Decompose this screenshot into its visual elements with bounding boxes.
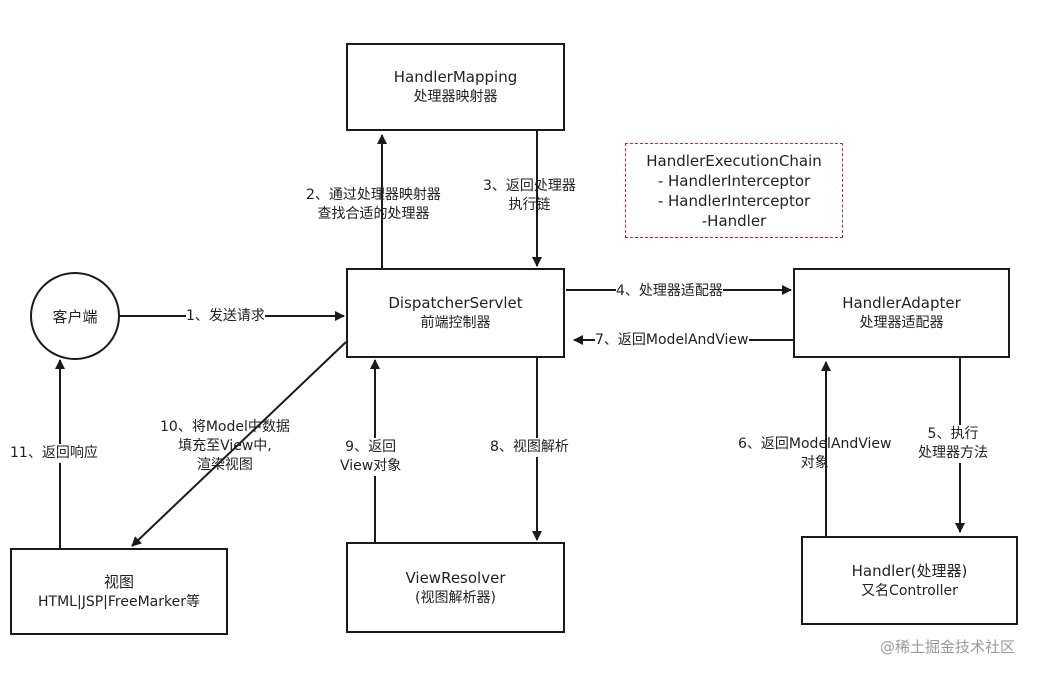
step-text: 1、发送请求: [186, 308, 265, 324]
dispatcher-title: DispatcherServlet: [388, 294, 523, 312]
view-node: 视图 HTML|JSP|FreeMarker等: [10, 548, 228, 635]
step-8-label: 8、视图解析: [490, 438, 569, 457]
view-title: 视图: [103, 572, 134, 591]
client-node: 客户端: [30, 272, 120, 360]
step-9-label: 9、返回 View对象: [340, 438, 402, 476]
step-5-label: 5、执行 处理器方法: [918, 425, 988, 463]
step-text: 填充至View中,: [178, 438, 272, 454]
handler-adapter-title: HandlerAdapter: [842, 294, 961, 312]
step-text: 3、返回处理器: [483, 178, 576, 194]
chain-line: - HandlerInterceptor: [657, 191, 811, 210]
chain-line: HandlerExecutionChain: [646, 151, 822, 170]
handler-node: Handler(处理器) 又名Controller: [801, 536, 1018, 625]
handler-subtitle: 又名Controller: [861, 582, 958, 599]
handler-mapping-node: HandlerMapping 处理器映射器: [346, 43, 565, 131]
dispatcher-subtitle: 前端控制器: [420, 315, 491, 331]
step-3-label: 3、返回处理器 执行链: [483, 177, 576, 215]
step-text: 7、返回ModelAndView: [595, 332, 749, 348]
step-text: 9、返回: [345, 439, 397, 455]
chain-line: - HandlerInterceptor: [657, 171, 811, 190]
step-10-label: 10、将Model中数据 填充至View中, 渲染视图: [160, 418, 290, 475]
step-text: 8、视图解析: [490, 439, 569, 455]
step-text: 5、执行: [927, 426, 979, 442]
arrow-10-render: [131, 341, 347, 547]
view-resolver-node: ViewResolver (视图解析器): [346, 542, 565, 633]
chain-line: -Handler: [701, 211, 767, 230]
view-resolver-subtitle: (视图解析器): [415, 589, 496, 606]
step-text: 执行链: [508, 197, 551, 213]
handler-adapter-node: HandlerAdapter 处理器适配器: [793, 268, 1010, 358]
client-label: 客户端: [52, 307, 98, 326]
handler-title: Handler(处理器): [851, 561, 968, 580]
step-text: 6、返回ModelAndView: [738, 436, 892, 452]
step-7-label: 7、返回ModelAndView: [595, 331, 749, 350]
step-text: 2、通过处理器映射器: [306, 187, 441, 203]
view-subtitle: HTML|JSP|FreeMarker等: [38, 593, 200, 610]
watermark: @稀土掘金技术社区: [880, 638, 1016, 656]
handler-adapter-subtitle: 处理器适配器: [859, 315, 944, 331]
handler-execution-chain-note: HandlerExecutionChain - HandlerIntercept…: [625, 143, 843, 238]
step-4-label: 4、处理器适配器: [616, 282, 723, 301]
step-1-label: 1、发送请求: [186, 307, 265, 326]
step-11-label: 11、返回响应: [10, 444, 98, 463]
step-text: 10、将Model中数据: [160, 419, 290, 435]
step-text: View对象: [340, 458, 402, 474]
step-text: 4、处理器适配器: [616, 283, 723, 299]
handler-mapping-title: HandlerMapping: [393, 68, 518, 86]
handler-mapping-subtitle: 处理器映射器: [413, 89, 498, 105]
step-text: 对象: [800, 455, 829, 471]
step-text: 渲染视图: [196, 457, 253, 473]
step-6-label: 6、返回ModelAndView 对象: [738, 435, 892, 473]
dispatcher-servlet-node: DispatcherServlet 前端控制器: [346, 268, 565, 358]
view-resolver-title: ViewResolver: [405, 568, 506, 587]
step-text: 处理器方法: [918, 445, 988, 461]
step-text: 11、返回响应: [10, 445, 98, 461]
step-2-label: 2、通过处理器映射器 查找合适的处理器: [306, 186, 441, 224]
step-text: 查找合适的处理器: [317, 206, 430, 222]
